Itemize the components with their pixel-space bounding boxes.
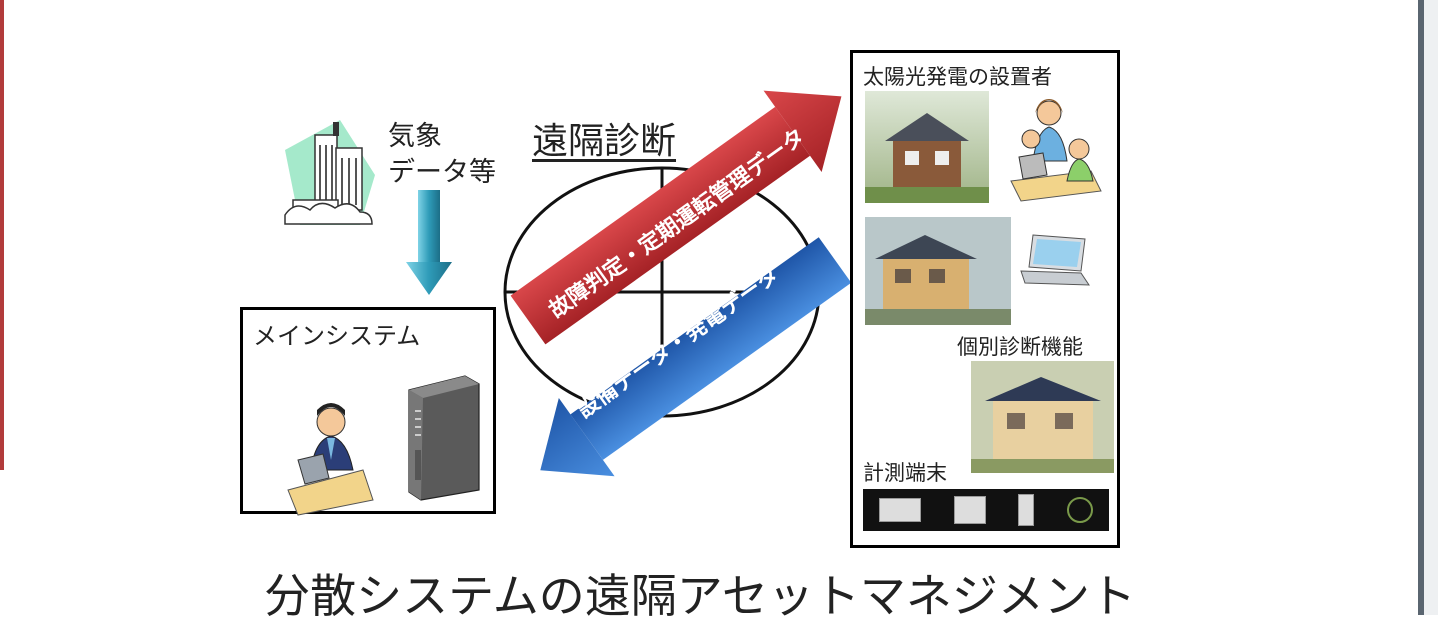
weather-label-line1: 気象 [388, 121, 442, 152]
bottom-title: 分散システムの遠隔アセットマネジメント [264, 569, 1136, 623]
house-photo-1 [865, 91, 989, 203]
terminal-label: 計測端末 [863, 461, 947, 485]
device-icon [879, 498, 922, 522]
blue-data-arrow [540, 237, 852, 477]
installer-panel: 太陽光発電の設置者 個別診断機能 [850, 50, 1120, 548]
main-system-label: メインシステム [253, 322, 421, 350]
diagnosis-title: 遠隔診断 [532, 121, 677, 162]
weather-label-line2: データ等 [388, 157, 496, 188]
slide-right-edge [1418, 0, 1424, 615]
family-illustration [1010, 99, 1102, 202]
slide-left-edge [0, 0, 4, 470]
weather-data-arrow [406, 190, 452, 295]
weather-building-icon [284, 120, 375, 225]
house-photo-2 [865, 217, 1011, 325]
device-icon [1018, 494, 1035, 526]
device-icon [953, 496, 986, 524]
measuring-device-strip [863, 489, 1109, 531]
laptop-icon [1020, 234, 1090, 286]
red-data-arrow [510, 90, 842, 345]
operator-and-server-illustration [287, 375, 480, 516]
slide-right-margin [1424, 0, 1438, 615]
globe-icon [1066, 497, 1093, 523]
individual-label: 個別診断機能 [957, 335, 1083, 359]
installer-label: 太陽光発電の設置者 [863, 65, 1052, 89]
house-photo-3 [971, 361, 1114, 473]
main-system-box: メインシステム [240, 307, 496, 516]
